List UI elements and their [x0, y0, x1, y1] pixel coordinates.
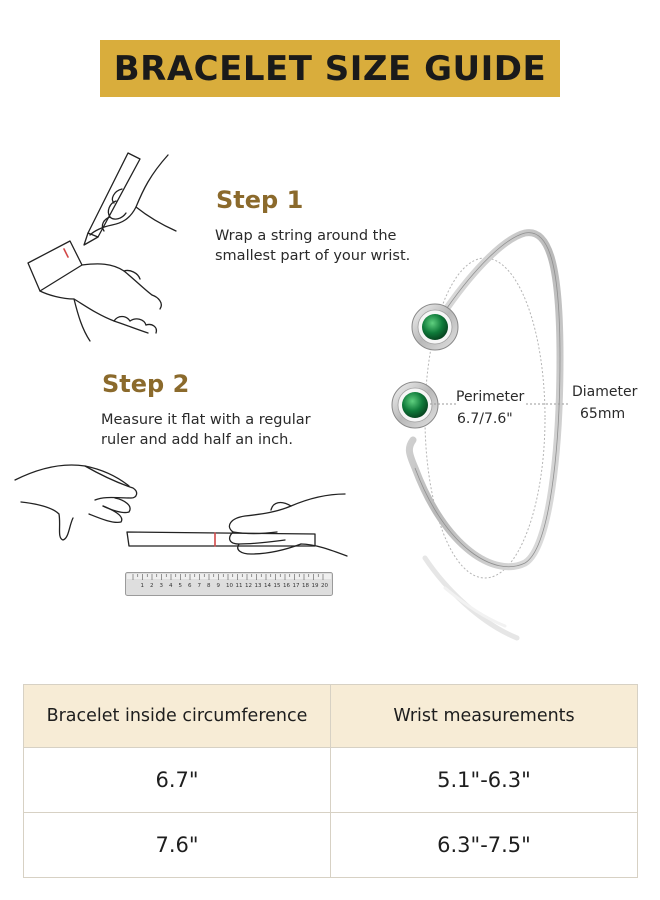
- wrist-cell: 6.3"-7.5": [330, 812, 638, 878]
- ruler-number: 15: [274, 583, 281, 589]
- circumference-cell: 6.7": [23, 747, 331, 813]
- step-1-line-2: smallest part of your wrist.: [215, 248, 411, 264]
- ruler-number: 12: [245, 583, 252, 589]
- ruler-number: 3: [160, 583, 164, 589]
- diameter-value: 65mm: [580, 406, 626, 422]
- string-flat-illustration: [14, 464, 348, 557]
- ruler-number: 14: [264, 583, 271, 589]
- step-2-heading: Step 2: [102, 370, 190, 398]
- circumference-cell: 7.6": [23, 812, 331, 878]
- size-table: Bracelet inside circumference Wrist meas…: [23, 684, 638, 878]
- step-2-line-1: Measure it flat with a regular: [101, 412, 311, 428]
- ruler-number: 17: [293, 583, 300, 589]
- perimeter-value: 6.7/7.6": [457, 411, 513, 427]
- bracelet-illustration: [391, 229, 570, 641]
- ruler-number: 13: [255, 583, 262, 589]
- ruler-number: 16: [283, 583, 290, 589]
- wrist-cell: 5.1"-6.3": [330, 747, 638, 813]
- perimeter-label: Perimeter: [456, 387, 525, 407]
- table-header-row: Bracelet inside circumference Wrist meas…: [23, 684, 638, 748]
- ruler-number: 1: [141, 583, 145, 589]
- page-title: BRACELET SIZE GUIDE: [113, 48, 547, 89]
- wrist-wrap-illustration: [27, 152, 177, 342]
- ruler-number: 5: [179, 583, 183, 589]
- ruler-number: 19: [312, 583, 319, 589]
- table-row: 6.7" 5.1"-6.3": [23, 747, 638, 813]
- step-2-line-2: ruler and add half an inch.: [101, 432, 293, 448]
- step-1-line-1: Wrap a string around the: [215, 228, 397, 244]
- ruler-number: 8: [207, 583, 211, 589]
- column-header-circumference: Bracelet inside circumference: [23, 684, 331, 748]
- ruler-number: 4: [169, 583, 173, 589]
- step-1-heading: Step 1: [216, 186, 304, 214]
- ruler-number: 6: [188, 583, 192, 589]
- ruler-number: 2: [150, 583, 154, 589]
- diameter-label: Diameter: [572, 384, 638, 400]
- ruler-number: 20: [321, 583, 328, 589]
- ruler-number: 11: [236, 583, 243, 589]
- table-row: 7.6" 6.3"-7.5": [23, 812, 638, 878]
- ruler-number: 18: [302, 583, 309, 589]
- ruler-number: 10: [226, 583, 233, 589]
- ruler-number: 7: [198, 583, 202, 589]
- column-header-wrist: Wrist measurements: [330, 684, 638, 748]
- title-banner: BRACELET SIZE GUIDE: [100, 40, 560, 97]
- ruler-number: 9: [217, 583, 221, 589]
